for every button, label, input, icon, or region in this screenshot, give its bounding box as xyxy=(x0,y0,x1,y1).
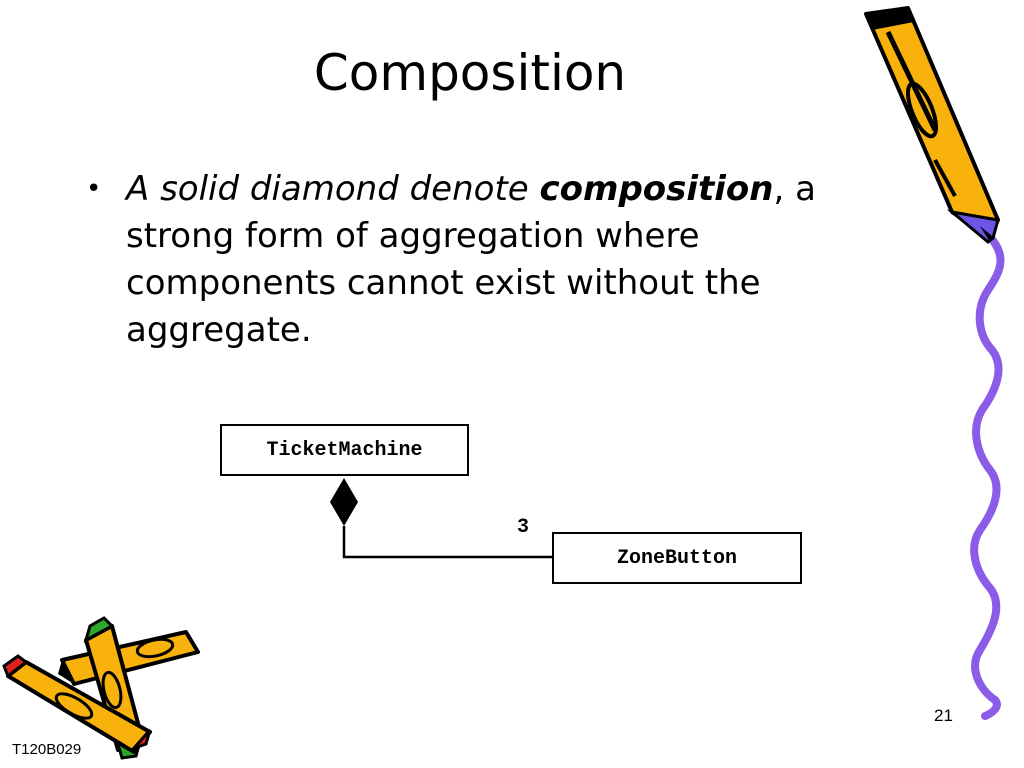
composition-line xyxy=(342,526,552,559)
page-number: 21 xyxy=(934,706,953,725)
crayons-icon xyxy=(2,616,200,760)
multiplicity-label: 3 xyxy=(517,516,530,539)
composition-connector xyxy=(330,478,552,559)
course-code: T120B029 xyxy=(12,741,82,758)
pencil-icon xyxy=(864,6,1000,244)
wavy-line xyxy=(970,228,1005,720)
bullet-rest: , a strong form of aggregation where com… xyxy=(126,169,816,350)
slide-title: Composition xyxy=(313,44,627,102)
class-box-ticketmachine: TicketMachine xyxy=(220,424,469,476)
composition-diamond xyxy=(330,478,358,526)
bullet-lead: A solid diamond denote xyxy=(126,169,540,209)
class-name: ZoneButton xyxy=(616,546,738,570)
class-box-zonebutton: ZoneButton xyxy=(552,532,802,584)
class-name: TicketMachine xyxy=(266,438,423,462)
bullet-marker: • xyxy=(86,174,102,204)
bullet-keyword: composition xyxy=(539,169,774,209)
bullet-text: A solid diamond denote composition, a st… xyxy=(126,166,846,354)
